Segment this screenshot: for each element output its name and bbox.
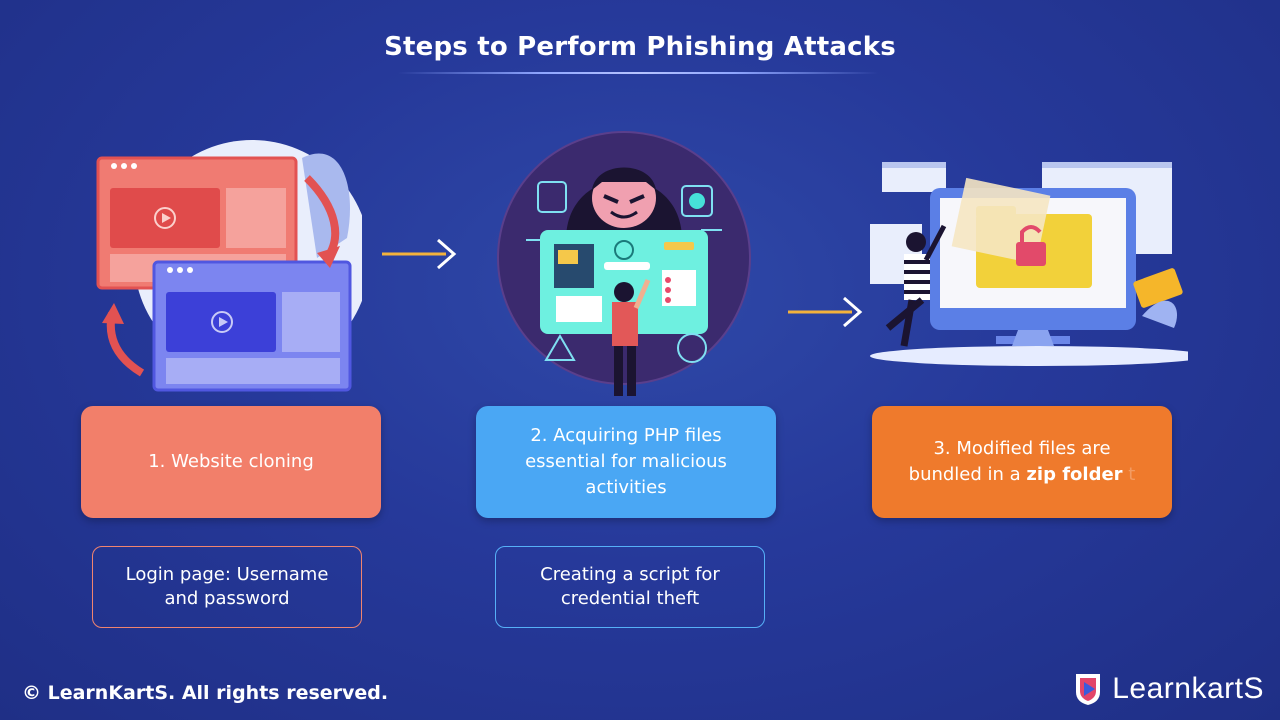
brand-logo: LearnkartS xyxy=(1072,672,1264,706)
note-login-page: Login page: Username and password xyxy=(92,546,362,628)
step-3-label-faded: t xyxy=(1122,464,1136,485)
note-credential-script: Creating a script for credential theft xyxy=(495,546,765,628)
note-1-text: Login page: Username and password xyxy=(125,564,329,609)
copyright-text: © LearnKartS. All rights reserved. xyxy=(22,682,389,704)
title-underline xyxy=(398,72,878,74)
arrow-right-icon xyxy=(788,296,863,328)
step-acquiring-php-files: 2. Acquiring PHP files essential for mal… xyxy=(476,406,776,518)
thief-illustration xyxy=(870,162,1188,366)
step-3-label: 3. Modified files are bundled in a zip f… xyxy=(902,436,1142,488)
arrow-right-icon xyxy=(382,238,457,270)
hacker-illustration xyxy=(497,131,751,396)
step-2-label: 2. Acquiring PHP files essential for mal… xyxy=(525,425,727,498)
step-3-label-text: 3. Modified files are bundled in a xyxy=(908,438,1111,485)
page-title: Steps to Perform Phishing Attacks xyxy=(384,32,896,62)
step-website-cloning: 1. Website cloning xyxy=(81,406,381,518)
step-bundle-zip: 3. Modified files are bundled in a zip f… xyxy=(872,406,1172,518)
step-3-label-bold: zip folder xyxy=(1026,464,1123,485)
note-2-text: Creating a script for credential theft xyxy=(540,564,720,609)
cloned-website-illustration xyxy=(96,140,362,392)
learnkarts-logo-icon xyxy=(1076,674,1101,705)
brand-name: LearnkartS xyxy=(1112,672,1264,705)
step-1-label: 1. Website cloning xyxy=(148,451,314,472)
